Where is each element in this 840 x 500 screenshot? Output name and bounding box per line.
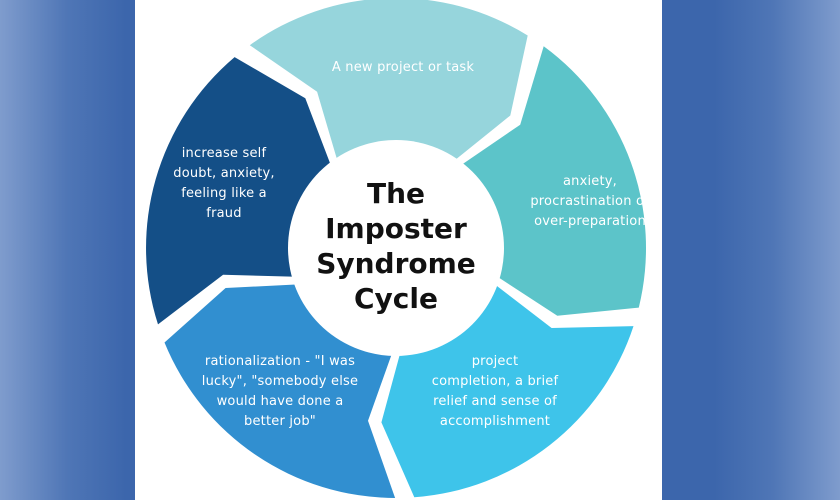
label-line: anxiety, <box>562 174 618 189</box>
label-line: accomplishment <box>439 414 551 429</box>
label-line: would have done a <box>216 394 344 409</box>
title-line: Cycle <box>353 282 438 315</box>
title-line: The <box>366 177 426 210</box>
label-line: feeling like a <box>181 186 267 201</box>
label-line: increase self <box>181 146 267 161</box>
step-label-self-doubt: increase self doubt, anxiety, feeling li… <box>173 144 275 224</box>
label-line: rationalization - "I was <box>204 354 356 369</box>
segment-self-doubt <box>146 57 335 325</box>
label-line: better job" <box>244 414 316 429</box>
label-line: A new project or task <box>331 60 475 75</box>
diagram-title: The Imposter Syndrome Cycle <box>316 176 476 316</box>
title-line: Imposter <box>325 212 467 245</box>
label-line: doubt, anxiety, <box>173 166 275 181</box>
step-label-rationalization: rationalization - "I was lucky", "somebo… <box>202 352 358 432</box>
step-label-completion: project completion, a brief relief and s… <box>432 352 558 432</box>
step-label-new-project: A new project or task <box>332 58 474 78</box>
label-line: project <box>471 354 519 369</box>
title-line: Syndrome <box>316 247 476 280</box>
label-line: relief and sense of <box>433 394 557 409</box>
label-line: lucky", "somebody else <box>201 374 359 389</box>
step-label-anxiety: anxiety, procrastination or over-prepara… <box>530 172 649 232</box>
center-circle <box>288 140 504 356</box>
label-line: over-preparation <box>534 214 646 229</box>
label-line: completion, a brief <box>431 374 559 389</box>
label-line: procrastination or <box>530 194 650 209</box>
label-line: fraud <box>206 206 242 221</box>
segment-new-project <box>249 0 528 171</box>
